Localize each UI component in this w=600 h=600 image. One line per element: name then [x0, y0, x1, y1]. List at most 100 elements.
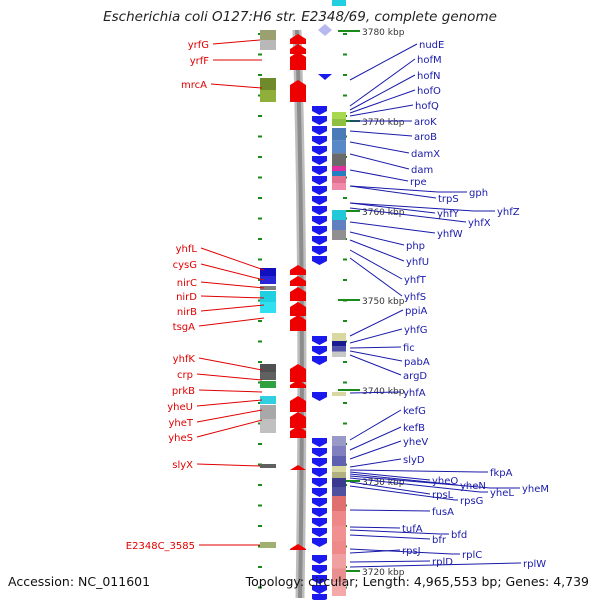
reverse-gene-arrow [318, 24, 332, 36]
left-leader-line [196, 373, 263, 381]
forward-feature-block [260, 78, 276, 90]
reverse-feature-block [332, 346, 346, 352]
reverse-feature-block [332, 582, 346, 596]
right-gene-label: yhfA [403, 388, 426, 399]
reverse-gene-arrow [312, 448, 327, 457]
genome-summary-label: Topology: circular; Length: 4,965,553 bp… [245, 574, 589, 589]
reverse-feature-block [332, 128, 346, 141]
forward-feature-block [260, 291, 276, 302]
left-leader-line [200, 247, 265, 271]
right-gene-label: gph [469, 188, 488, 199]
forward-feature-block [260, 419, 276, 433]
tick-label: 3730 kbp [362, 478, 405, 488]
left-gene-label: yhfL [176, 244, 198, 255]
reverse-gene-arrow [312, 538, 327, 547]
right-leader-line [349, 485, 458, 501]
left-gene-label: tsgA [173, 322, 195, 333]
forward-gene-arrow [290, 315, 306, 331]
left-leader-line [196, 463, 261, 467]
forward-feature-block [260, 276, 276, 284]
reverse-gene-arrow [318, 74, 332, 80]
forward-feature-block [260, 542, 276, 548]
forward-feature-block [260, 464, 276, 468]
right-leader-line [349, 141, 410, 154]
left-leader-line [212, 39, 261, 45]
reverse-gene-arrow [312, 518, 327, 527]
forward-feature-block [260, 30, 276, 40]
right-gene-label: yheL [490, 488, 514, 499]
left-leader-line [200, 304, 265, 312]
right-leader-line [349, 471, 431, 481]
reverse-feature-block [332, 541, 346, 555]
forward-gene-arrow [290, 465, 306, 470]
reverse-gene-arrow [312, 488, 327, 497]
forward-feature-block [260, 396, 276, 404]
left-gene-label: prkB [172, 386, 195, 397]
reverse-gene-arrow [312, 565, 327, 574]
right-leader-line [349, 346, 402, 349]
reverse-feature-block [332, 112, 346, 119]
right-leader-line [349, 207, 467, 223]
tick-label: 3760 kbp [362, 208, 405, 218]
forward-gene-arrow [290, 412, 306, 428]
reverse-gene-arrow [312, 356, 327, 365]
right-gene-label: yhfT [404, 275, 427, 286]
reverse-gene-arrow [312, 346, 327, 355]
right-gene-label: damX [411, 149, 440, 160]
right-leader-line [349, 221, 436, 234]
left-gene-label: cysG [173, 260, 197, 271]
reverse-gene-arrow [312, 585, 327, 594]
right-leader-line [349, 231, 405, 246]
right-gene-label: rpsL [432, 490, 454, 501]
left-leader-line [196, 419, 263, 438]
forward-feature-block [260, 40, 276, 50]
right-gene-label: pabA [404, 357, 430, 368]
right-leader-line [349, 529, 449, 535]
right-leader-line [349, 391, 402, 394]
right-gene-label: trpS [438, 194, 459, 205]
right-leader-line [349, 440, 402, 460]
right-gene-label: php [406, 241, 425, 252]
right-leader-line [349, 475, 520, 489]
right-gene-label: yheV [403, 437, 428, 448]
right-gene-label: rplC [462, 550, 482, 561]
reverse-feature-block [332, 472, 346, 478]
left-leader-line [200, 263, 265, 281]
right-leader-line [349, 549, 401, 554]
forward-gene-arrow [290, 364, 306, 382]
right-gene-label: hofN [417, 71, 440, 82]
forward-feature-block [260, 286, 276, 290]
right-leader-line [349, 185, 467, 193]
right-leader-line [349, 473, 459, 486]
forward-gene-arrow [290, 396, 306, 412]
right-leader-line [349, 185, 437, 199]
forward-gene-arrow [290, 302, 306, 316]
right-gene-label: fusA [432, 507, 454, 518]
left-gene-label: slyX [172, 460, 193, 471]
reverse-gene-arrow [312, 594, 327, 600]
reverse-feature-block [332, 351, 346, 357]
right-gene-label: rpsG [460, 496, 483, 507]
reverse-feature-block [332, 446, 346, 456]
forward-feature-block [260, 405, 276, 419]
forward-gene-arrow [290, 52, 306, 70]
tick-label-bg [360, 25, 412, 37]
right-gene-label: aroB [414, 132, 437, 143]
reverse-gene-arrow [312, 216, 327, 225]
right-leader-line [349, 562, 521, 568]
reverse-gene-arrow [312, 186, 327, 195]
right-leader-line [349, 481, 431, 495]
forward-feature-block [260, 364, 276, 372]
right-gene-label: fic [403, 343, 415, 354]
reverse-gene-arrow [312, 166, 327, 175]
left-leader-line [198, 357, 263, 371]
right-leader-line [349, 257, 403, 297]
forward-feature-block [260, 302, 276, 313]
reverse-feature-block [332, 478, 346, 487]
reverse-gene-arrow [312, 196, 327, 205]
left-gene-label: nirC [177, 278, 197, 289]
reverse-gene-arrow [312, 498, 327, 507]
reverse-feature-block [332, 119, 346, 126]
right-gene-label: rpsJ [402, 546, 421, 557]
left-leader-line [198, 389, 263, 393]
